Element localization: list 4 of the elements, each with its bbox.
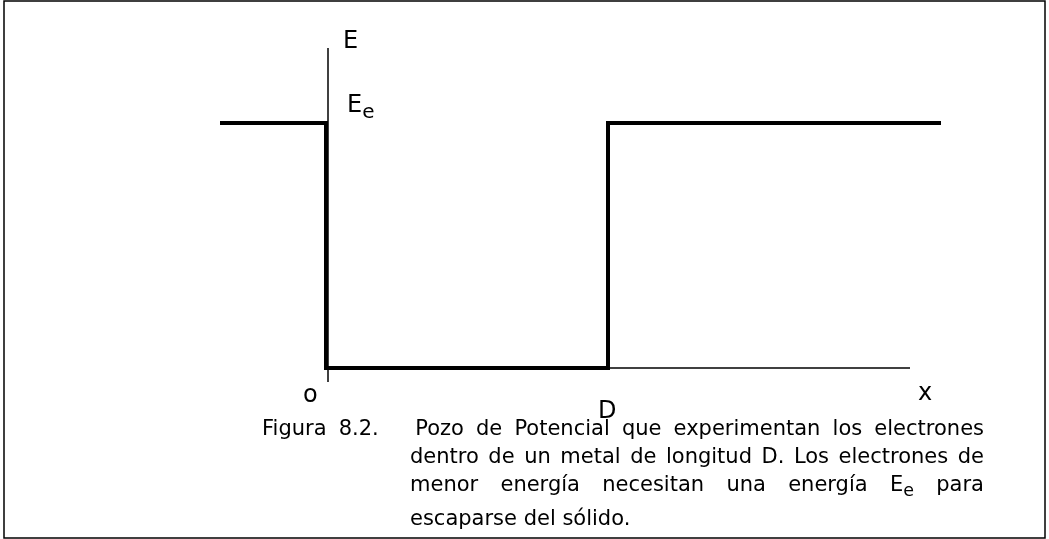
origin-label: o (303, 382, 318, 406)
energy-axis-label: E (343, 28, 359, 52)
position-axis-label: x (918, 380, 933, 404)
escape-energy-label: E$_{e}$ (347, 92, 375, 121)
